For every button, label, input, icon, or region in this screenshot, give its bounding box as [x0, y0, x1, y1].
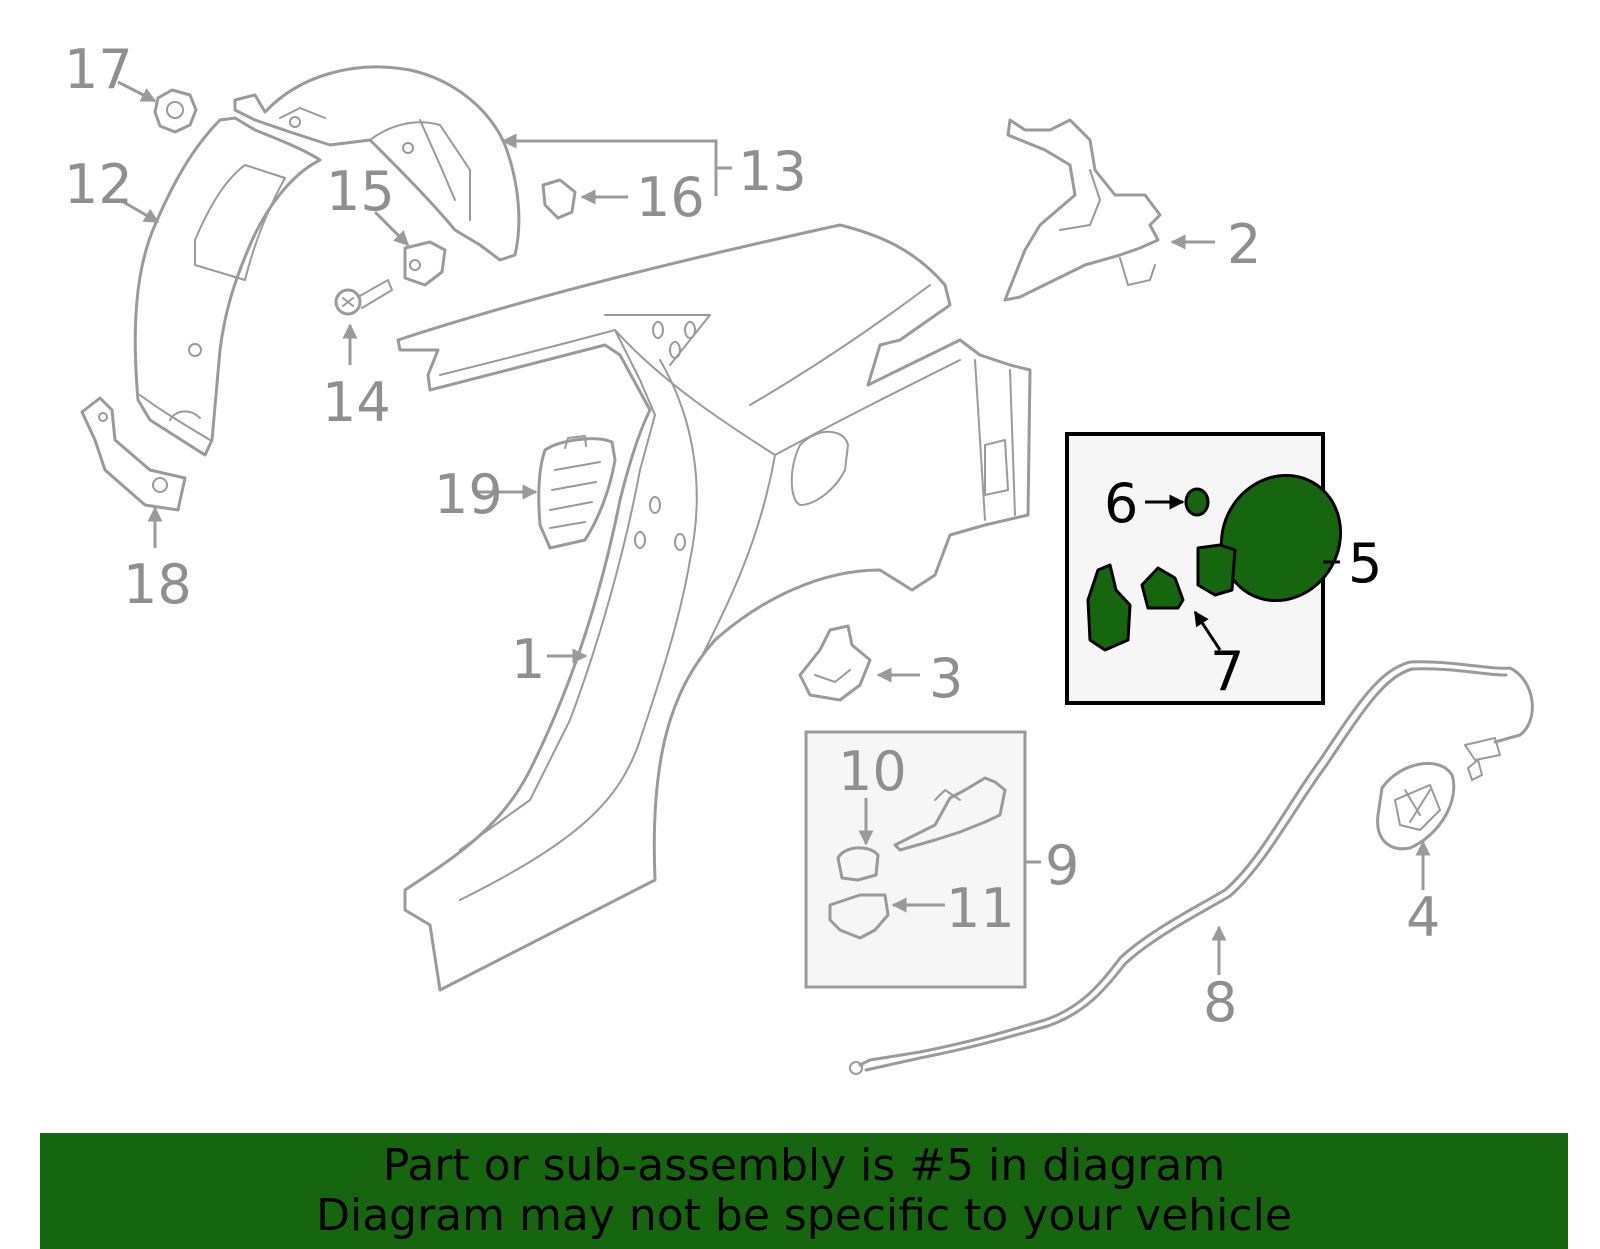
part-2-reinforcement [1003, 118, 1162, 302]
callout-11: 11 [946, 877, 1015, 940]
part-3-bracket [798, 624, 872, 702]
callout-labels: 17 12 15 14 16 13 18 19 2 1 3 10 11 9 8 … [64, 38, 1440, 1034]
callout-19: 19 [434, 463, 503, 526]
callout-3: 3 [929, 647, 963, 710]
banner-line-2: Diagram may not be specific to your vehi… [316, 1190, 1292, 1241]
callout-10: 10 [838, 740, 907, 803]
part-5-hinge-block [1086, 563, 1132, 652]
part-1-quarter-panel [396, 223, 1032, 992]
callout-13: 13 [738, 140, 807, 203]
callout-18: 18 [123, 553, 192, 616]
part-4-fuel-housing [1376, 761, 1456, 851]
callout-1: 1 [511, 628, 545, 691]
part-15-clip [403, 240, 447, 287]
part-13-wheelhouse-liner [233, 65, 521, 262]
callout-15: 15 [326, 160, 395, 223]
part-6-plug [1184, 487, 1210, 517]
part-11-bumper [828, 893, 890, 940]
part-10-cap [836, 846, 880, 882]
part-9-latch [893, 776, 1007, 852]
callout-6: 6 [1104, 472, 1138, 535]
callout-12: 12 [64, 153, 133, 216]
part-17-nut [153, 88, 198, 134]
part-9-group-box [804, 730, 1027, 989]
callout-2: 2 [1227, 213, 1261, 276]
part-19-air-vent [537, 435, 617, 550]
part-5-fuel-door [1196, 473, 1343, 603]
callout-7: 7 [1210, 640, 1244, 703]
callout-9: 9 [1045, 834, 1079, 897]
callout-5: 5 [1348, 532, 1382, 595]
part-5-fuel-door-assembly [1065, 432, 1343, 705]
callout-4: 4 [1406, 886, 1440, 949]
part-14-screw [334, 279, 393, 316]
part-16-clip [541, 178, 577, 220]
leader-lines [117, 80, 1431, 975]
part-12-wheelhouse-liner [133, 116, 322, 457]
part-7-spring [1140, 566, 1185, 610]
part-18-bracket [80, 396, 187, 512]
banner-line-1: Part or sub-assembly is #5 in diagram [382, 1140, 1226, 1191]
highlight-banner: Part or sub-assembly is #5 in diagram Di… [40, 1133, 1568, 1249]
callout-17: 17 [64, 38, 133, 101]
callout-16: 16 [636, 166, 705, 229]
callout-14: 14 [322, 371, 391, 434]
part-8-release-cable [849, 660, 1534, 1075]
callout-8: 8 [1203, 971, 1237, 1034]
